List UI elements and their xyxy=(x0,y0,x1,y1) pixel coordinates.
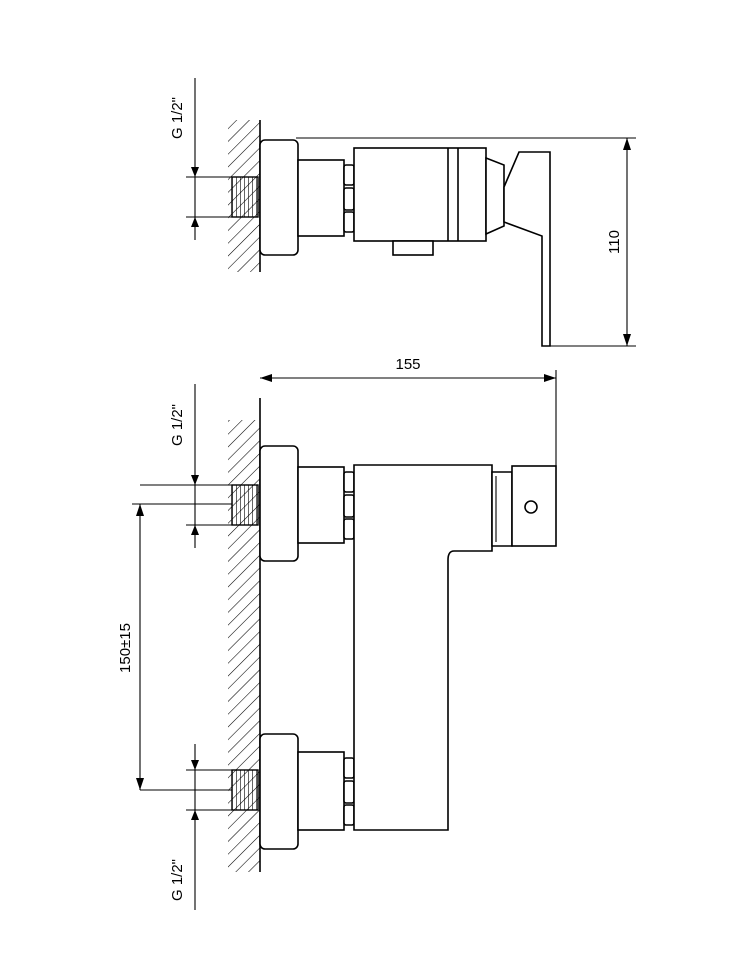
arrow-icon xyxy=(191,475,199,485)
arrow-icon xyxy=(191,525,199,535)
arrow-icon xyxy=(191,760,199,770)
flange-top xyxy=(259,139,299,256)
nut-upper-top xyxy=(343,164,355,186)
front-view: 155 G 1/2" G 1/2" 150±15 xyxy=(117,356,557,910)
arrow-icon xyxy=(191,810,199,820)
flange-lower xyxy=(259,733,299,850)
pipe-thread-lower xyxy=(231,769,259,811)
thread-label-upper: G 1/2" xyxy=(169,404,186,446)
outlet-thread-top xyxy=(392,240,434,256)
arrow-icon xyxy=(623,334,631,346)
arrow-icon xyxy=(136,778,144,790)
dim-width-label: 155 xyxy=(395,356,420,373)
arrow-icon xyxy=(623,138,631,150)
arrow-icon xyxy=(260,374,272,382)
cartridge-collar xyxy=(491,471,513,547)
pipe-thread-top xyxy=(231,176,259,218)
dim-spacing-label: 150±15 xyxy=(117,623,134,673)
thread-label-top: G 1/2" xyxy=(169,97,186,139)
nut-mid-top xyxy=(343,187,355,211)
nut-upper-3 xyxy=(343,518,355,540)
lever-handle-top xyxy=(503,151,551,347)
arrow-icon xyxy=(191,167,199,177)
flange-upper xyxy=(259,445,299,562)
dim-height-label: 110 xyxy=(606,230,623,254)
top-view: G 1/2" 110 xyxy=(169,78,636,347)
arrow-icon xyxy=(136,504,144,516)
thread-label-lower: G 1/2" xyxy=(169,859,186,901)
nut-lower-top xyxy=(343,211,355,233)
connector-top xyxy=(297,159,345,237)
nut-lower-2 xyxy=(343,780,355,804)
valve-body-top xyxy=(353,147,487,242)
connector-lower xyxy=(297,751,345,831)
connector-upper xyxy=(297,466,345,544)
mixer-body xyxy=(353,464,493,831)
pipe-thread-upper xyxy=(231,484,259,526)
nut-lower-3 xyxy=(343,804,355,826)
nut-upper-2 xyxy=(343,494,355,518)
handle-screw-icon xyxy=(524,500,538,514)
collar-top xyxy=(485,156,505,236)
arrow-icon xyxy=(544,374,556,382)
nut-upper-1 xyxy=(343,471,355,493)
nut-lower-1 xyxy=(343,757,355,779)
arrow-icon xyxy=(191,217,199,227)
